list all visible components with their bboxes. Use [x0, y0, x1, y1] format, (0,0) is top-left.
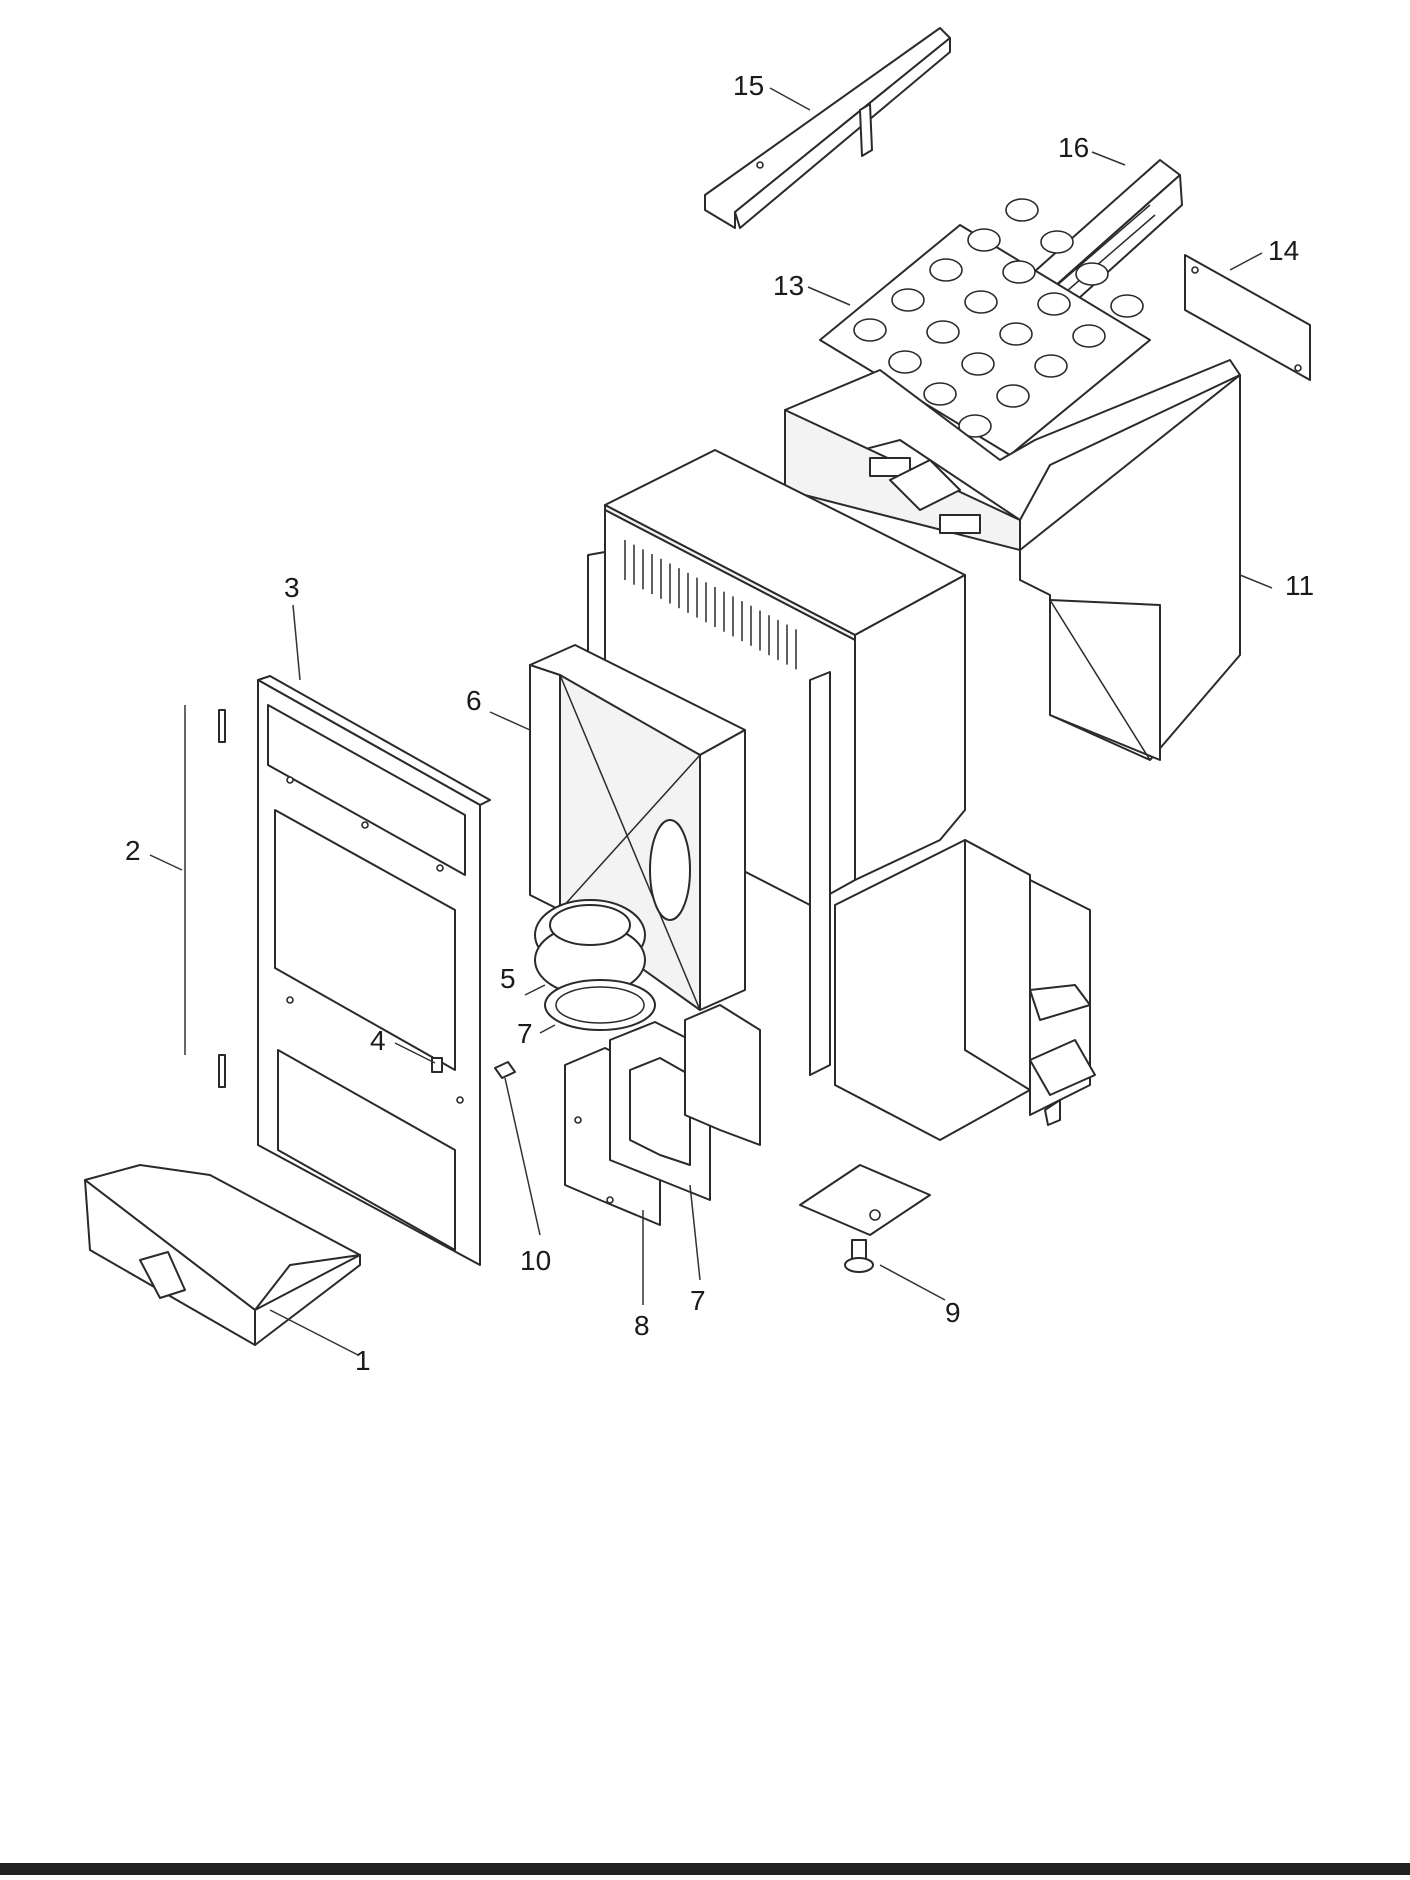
grate-hole — [1037, 292, 1071, 316]
rear-small-plate — [684, 1004, 761, 1146]
grate-hole — [923, 382, 957, 406]
grate-hole — [1034, 354, 1068, 378]
grate-hole — [888, 350, 922, 374]
callout-16: 14 — [1268, 235, 1299, 266]
grate-hole — [996, 384, 1030, 408]
part-5-burn-pot — [534, 899, 646, 996]
callout-8: 8 — [634, 1310, 650, 1341]
part-9-adjustable-foot — [844, 1239, 874, 1273]
callout-5: 5 — [500, 963, 516, 994]
callout-1: 1 — [355, 1345, 371, 1376]
main-firebox-body — [587, 449, 1096, 1236]
part-11-upper-housing — [784, 359, 1241, 761]
callout-14: 15 — [733, 70, 764, 101]
callout-labels: 15 16 14 13 11 3 2 6 4 5 7 10 8 7 9 1 — [125, 70, 1314, 1376]
bottom-border-bar — [0, 1863, 1410, 1875]
grate-hole — [999, 322, 1033, 346]
part-1-ash-pan — [84, 1164, 361, 1346]
grate-hole — [964, 290, 998, 314]
callout-2: 2 — [125, 835, 141, 866]
part-16-plate — [1184, 254, 1311, 381]
part-14-top-bracket — [704, 27, 951, 229]
grate-hole — [1075, 262, 1109, 286]
callout-6: 6 — [466, 685, 482, 716]
callout-13: 13 — [773, 270, 804, 301]
grate-hole — [1002, 260, 1036, 284]
grate-hole — [926, 320, 960, 344]
callout-7-frame: 7 — [690, 1285, 706, 1316]
part-10-fitting — [494, 1061, 516, 1079]
grate-hole — [891, 288, 925, 312]
part-4-fitting — [431, 1057, 443, 1073]
part-2-hinge-pins — [184, 705, 226, 1088]
callout-15: 16 — [1058, 132, 1089, 163]
grate-hole — [929, 258, 963, 282]
part-3-door-frame — [257, 675, 491, 1266]
grate-hole — [1110, 294, 1144, 318]
grate-hole — [961, 352, 995, 376]
grate-hole — [958, 414, 992, 438]
part-13-grate — [819, 198, 1151, 456]
grate-hole — [1005, 198, 1039, 222]
part-7-gasket-ring — [544, 979, 656, 1031]
callout-11: 11 — [1285, 570, 1314, 601]
callout-3: 3 — [284, 572, 300, 603]
grate-hole — [853, 318, 887, 342]
callout-10: 10 — [520, 1245, 551, 1276]
leader-lines — [149, 87, 1273, 1356]
grate-hole — [1040, 230, 1074, 254]
callout-7-ring: 7 — [517, 1018, 533, 1049]
callout-4: 4 — [370, 1025, 386, 1056]
callout-9: 9 — [945, 1297, 961, 1328]
grate-hole — [967, 228, 1001, 252]
grate-hole — [1072, 324, 1106, 348]
